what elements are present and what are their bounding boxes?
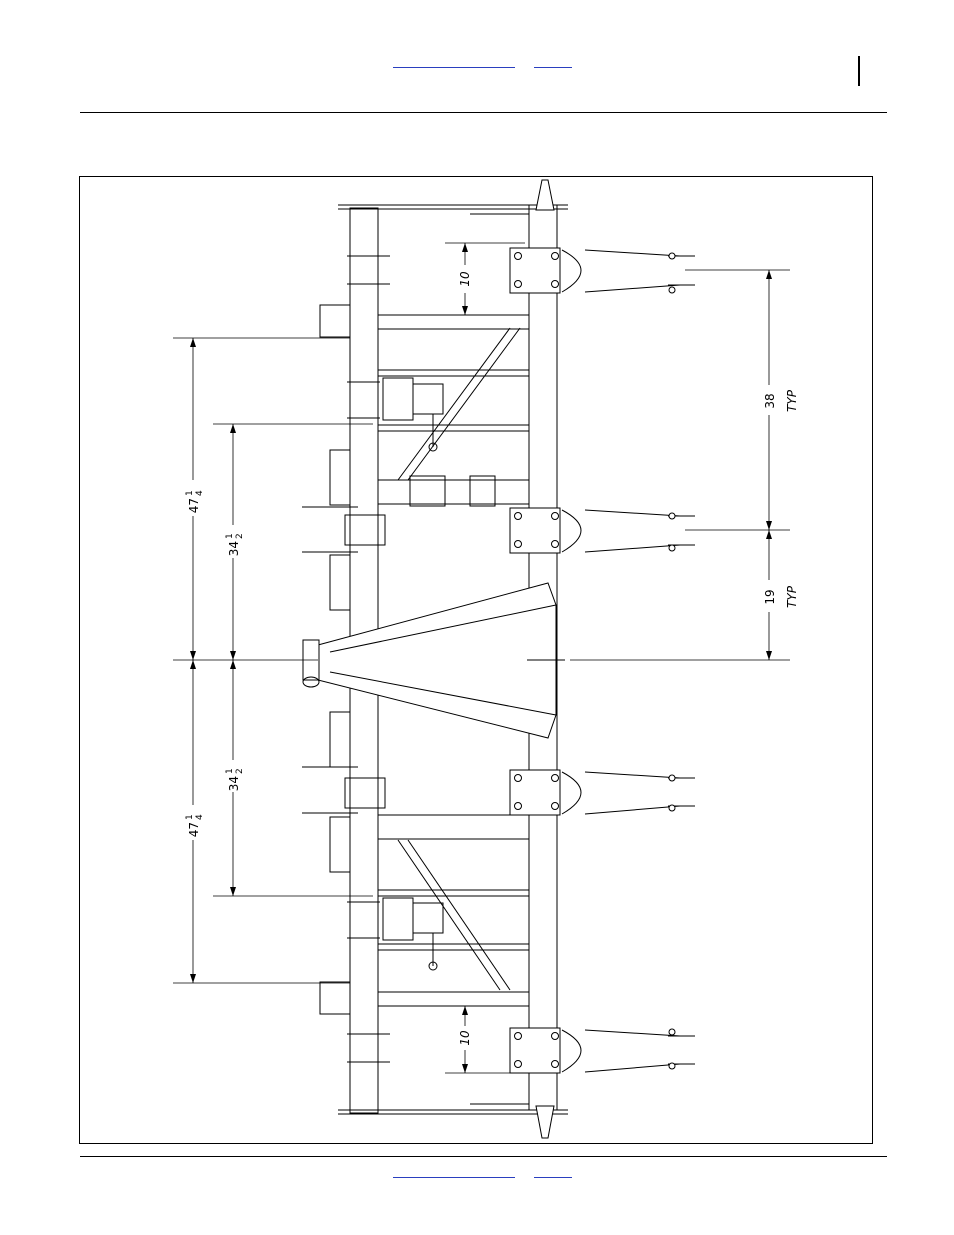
dim-upper-outer-whole: 47 [187, 498, 201, 513]
dim-lower-inner-whole: 34 [227, 776, 241, 791]
footer-link-2[interactable] [534, 1177, 572, 1178]
dim-half-spacing-note: TYP [785, 585, 799, 608]
dim-lower-inner-den: 2 [235, 768, 245, 774]
row-unit-3 [510, 770, 695, 815]
footer-link-1[interactable] [393, 1177, 515, 1178]
dim-upper-outer-den: 4 [195, 490, 205, 496]
dim-upper-inner-num: 1 [225, 533, 235, 539]
dim-upper-outer-num: 1 [185, 490, 195, 496]
dim-half-spacing: 19 [763, 589, 777, 604]
row-unit-2 [510, 508, 695, 553]
dim-lower-outer-whole: 47 [187, 822, 201, 837]
footer-rule [80, 1156, 887, 1157]
dim-lower-inner-num: 1 [225, 768, 235, 774]
dim-row-spacing-note: TYP [785, 389, 799, 412]
row-unit-4 [510, 1028, 695, 1073]
dim-lower-outer-den: 4 [195, 814, 205, 820]
row-unit-1 [510, 248, 695, 293]
dim-row-spacing: 38 [763, 393, 777, 408]
dim-upper-inner-whole: 34 [227, 541, 241, 556]
dim-upper-inner-den: 2 [235, 533, 245, 539]
dim-top-offset: 10 [458, 271, 472, 287]
dim-bottom-offset: 10 [458, 1030, 472, 1046]
dim-lower-outer-num: 1 [185, 814, 195, 820]
